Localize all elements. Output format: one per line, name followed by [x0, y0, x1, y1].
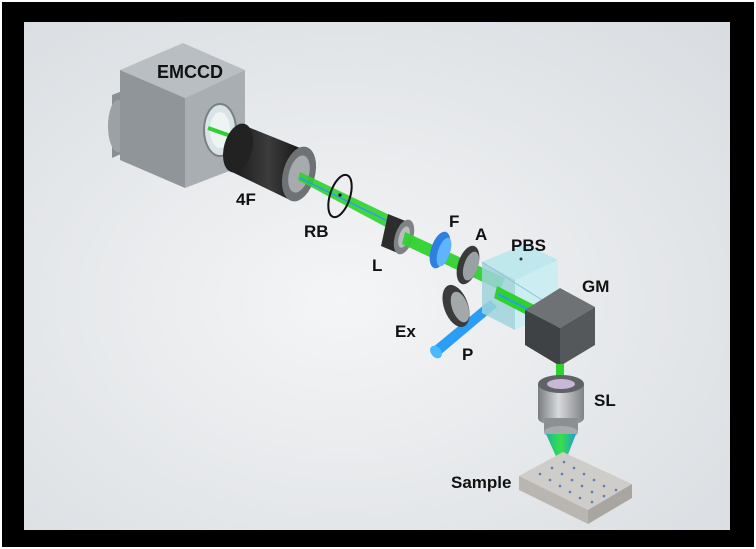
label-ex: Ex — [395, 322, 416, 341]
label-rb: RB — [304, 222, 329, 241]
f-filter — [429, 231, 452, 269]
label-4f: 4F — [236, 190, 256, 209]
label-f: F — [449, 212, 459, 231]
focus-cone — [546, 434, 576, 470]
label-sl: SL — [594, 391, 616, 410]
p-polarizer — [442, 284, 470, 328]
a-analyzer — [456, 245, 480, 285]
label-a: A — [475, 225, 487, 244]
label-gm: GM — [582, 277, 609, 296]
4f-relay-lens — [223, 123, 317, 202]
ex-excitation-beam — [430, 300, 497, 359]
rb-element — [327, 173, 353, 219]
label-sample: Sample — [451, 473, 511, 492]
label-l: L — [372, 256, 382, 275]
sample-block — [519, 452, 632, 524]
label-emccd: EMCCD — [157, 62, 223, 82]
sl-scan-lens — [538, 375, 584, 438]
label-pbs: PBS — [511, 236, 546, 255]
label-p: P — [462, 345, 473, 364]
gm-galvo-mirror — [525, 288, 595, 366]
